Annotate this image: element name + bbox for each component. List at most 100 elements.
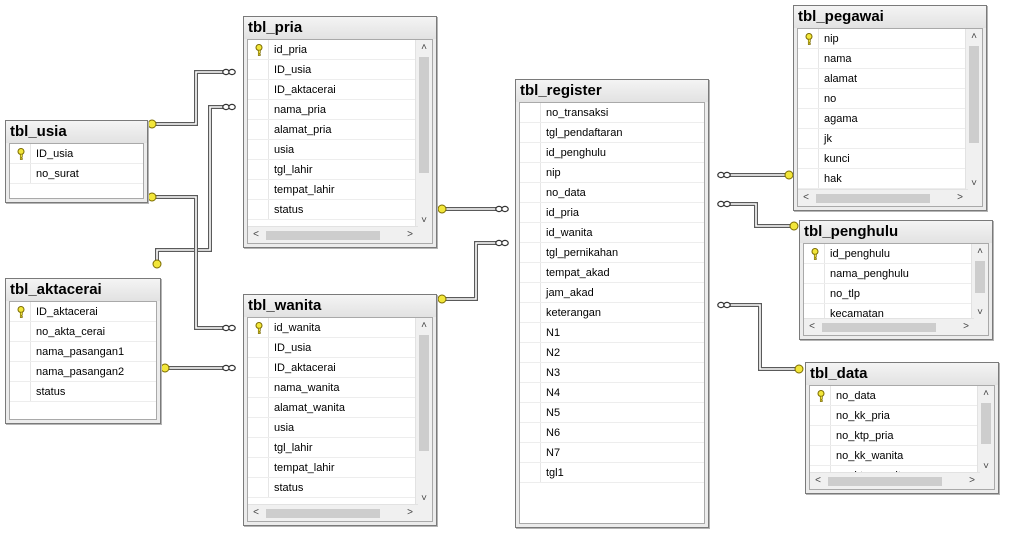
column-row[interactable]: tgl_lahir [248,438,418,458]
scroll-thumb[interactable] [822,323,936,332]
horizontal-scrollbar[interactable]: ˂˃ [798,189,968,206]
table-title[interactable]: tbl_pria [244,17,436,39]
column-row[interactable]: ID_aktacerai [248,358,418,378]
table-title[interactable]: tbl_register [516,80,708,102]
table-title[interactable]: tbl_data [806,363,998,385]
column-row[interactable]: no [798,89,968,109]
column-row[interactable]: no_data [810,386,980,406]
chevron-up-icon[interactable]: ˄ [983,388,989,399]
column-row[interactable]: tgl_lahir [248,160,418,180]
scroll-thumb[interactable] [266,231,380,240]
relationship-link[interactable] [437,204,509,214]
column-row[interactable]: ID_aktacerai [248,80,418,100]
column-row[interactable]: no_akta_cerai [10,322,156,342]
column-row[interactable]: nama_pria [248,100,418,120]
column-row[interactable]: alamat_wanita [248,398,418,418]
column-row[interactable]: N5 [520,403,704,423]
scroll-thumb[interactable] [816,194,930,203]
table-title[interactable]: tbl_usia [6,121,147,143]
column-row[interactable]: keterangan [520,303,704,323]
column-row[interactable]: tempat_akad [520,263,704,283]
column-row[interactable]: status [248,200,418,220]
column-row[interactable]: no_kk_pria [810,406,980,426]
scroll-thumb[interactable] [981,403,991,445]
table-title[interactable]: tbl_pegawai [794,6,986,28]
relationship-link[interactable] [717,200,799,231]
column-row[interactable]: tempat_lahir [248,458,418,478]
chevron-left-icon[interactable]: ˂ [803,192,809,203]
relationship-link[interactable] [147,68,236,129]
column-row[interactable]: id_wanita [520,223,704,243]
column-row[interactable]: id_pria [520,203,704,223]
table-title[interactable]: tbl_wanita [244,295,436,317]
chevron-right-icon[interactable]: ˃ [963,321,969,332]
column-row[interactable]: id_penghulu [804,244,974,264]
column-row[interactable]: no_transaksi [520,103,704,123]
vertical-scrollbar[interactable]: ˄˅ [977,386,994,475]
column-row[interactable]: nip [520,163,704,183]
column-row[interactable]: hak [798,169,968,189]
column-row[interactable]: N6 [520,423,704,443]
column-row[interactable]: no_surat [10,164,143,184]
column-row[interactable]: no_data [520,183,704,203]
scroll-thumb[interactable] [828,477,942,486]
chevron-down-icon[interactable]: ˅ [971,178,977,189]
vertical-scrollbar[interactable]: ˄˅ [415,40,432,229]
table-title[interactable]: tbl_penghulu [800,221,992,243]
scroll-thumb[interactable] [266,509,380,518]
column-row[interactable]: jam_akad [520,283,704,303]
column-row[interactable]: tgl_pendaftaran [520,123,704,143]
chevron-down-icon[interactable]: ˅ [421,215,427,226]
horizontal-scrollbar[interactable]: ˂˃ [248,226,418,243]
column-row[interactable]: nama_wanita [248,378,418,398]
column-row[interactable]: N3 [520,363,704,383]
chevron-right-icon[interactable]: ˃ [957,192,963,203]
relationship-link[interactable] [147,192,236,332]
chevron-left-icon[interactable]: ˂ [253,507,259,518]
column-row[interactable]: nama_penghulu [804,264,974,284]
column-row[interactable]: N2 [520,343,704,363]
vertical-scrollbar[interactable]: ˄˅ [965,29,982,192]
column-row[interactable]: id_penghulu [520,143,704,163]
chevron-up-icon[interactable]: ˄ [971,31,977,42]
column-row[interactable]: jk [798,129,968,149]
column-row[interactable]: id_wanita [248,318,418,338]
chevron-left-icon[interactable]: ˂ [253,229,259,240]
chevron-right-icon[interactable]: ˃ [969,475,975,486]
chevron-left-icon[interactable]: ˂ [809,321,815,332]
column-row[interactable]: N7 [520,443,704,463]
chevron-up-icon[interactable]: ˄ [421,42,427,53]
column-row[interactable]: ID_aktacerai [10,302,156,322]
chevron-down-icon[interactable]: ˅ [421,493,427,504]
vertical-scrollbar[interactable]: ˄˅ [971,244,988,321]
relationship-link[interactable] [152,103,236,269]
column-row[interactable]: alamat_pria [248,120,418,140]
column-row[interactable]: agama [798,109,968,129]
column-row[interactable]: nama [798,49,968,69]
column-row[interactable]: ID_usia [248,60,418,80]
chevron-right-icon[interactable]: ˃ [407,507,413,518]
column-row[interactable]: nip [798,29,968,49]
column-row[interactable]: tgl1 [520,463,704,483]
column-row[interactable]: no_kk_wanita [810,446,980,466]
chevron-up-icon[interactable]: ˄ [977,246,983,257]
column-row[interactable]: status [10,382,156,402]
column-row[interactable]: usia [248,418,418,438]
table-title[interactable]: tbl_aktacerai [6,279,160,301]
scroll-thumb[interactable] [975,261,985,294]
relationship-link[interactable] [437,239,509,304]
scroll-thumb[interactable] [419,335,429,452]
column-row[interactable]: nama_pasangan2 [10,362,156,382]
column-row[interactable]: kecamatan [804,304,974,321]
chevron-down-icon[interactable]: ˅ [977,307,983,318]
horizontal-scrollbar[interactable]: ˂˃ [810,472,980,489]
column-row[interactable]: N4 [520,383,704,403]
chevron-down-icon[interactable]: ˅ [983,461,989,472]
column-row[interactable]: tempat_lahir [248,180,418,200]
column-row[interactable]: tgl_pernikahan [520,243,704,263]
